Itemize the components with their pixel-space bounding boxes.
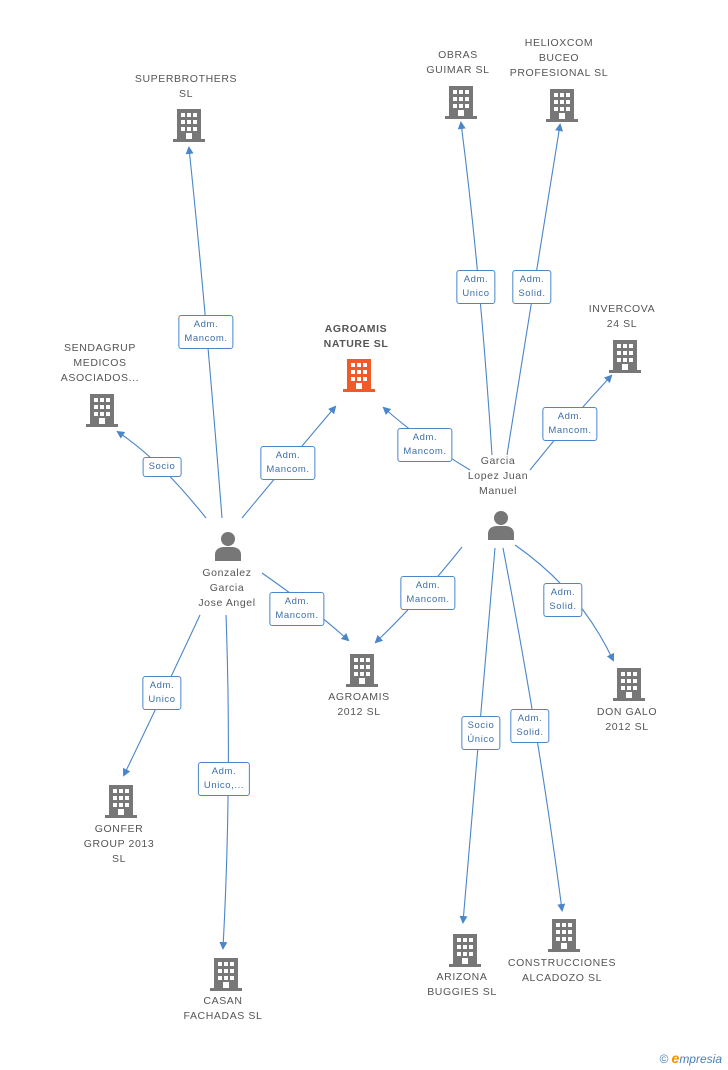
company-label-helioxcom: HELIOXCOM BUCEO PROFESIONAL SL: [509, 37, 609, 79]
company-label-gonfer: GONFER GROUP 2013 SL: [83, 823, 155, 865]
relation-label[interactable]: Adm. Solid.: [510, 709, 550, 743]
person-label-lopez: Garcia Lopez Juan Manuel: [467, 455, 529, 497]
main-building-icon[interactable]: [343, 358, 375, 397]
company-label-sendagrup: SENDAGRUP MEDICOS ASOCIADOS...: [60, 342, 140, 384]
building-icon[interactable]: [548, 918, 580, 957]
person-label-gonzalez: Gonzalez Garcia Jose Angel: [198, 567, 256, 609]
building-icon[interactable]: [449, 933, 481, 972]
company-label-obras: OBRAS GUIMAR SL: [426, 49, 490, 76]
company-label-construcciones: CONSTRUCCIONES ALCADOZO SL: [507, 957, 617, 984]
brand-text: mpresia: [679, 1052, 722, 1066]
building-icon[interactable]: [86, 393, 118, 432]
main-company-label: AGROAMIS NATURE SL: [323, 323, 389, 350]
person-icon[interactable]: [214, 531, 242, 566]
relation-label[interactable]: Adm. Unico,...: [197, 762, 251, 796]
person-icon[interactable]: [487, 510, 515, 545]
building-icon[interactable]: [346, 653, 378, 692]
building-icon[interactable]: [613, 667, 645, 706]
relation-label[interactable]: Socio Único: [461, 716, 501, 750]
company-label-invercova: INVERCOVA 24 SL: [588, 303, 656, 330]
relation-label[interactable]: Adm. Mancom.: [269, 592, 325, 626]
brand-e-letter: e: [671, 1050, 680, 1066]
copyright-symbol: ©: [659, 1052, 669, 1066]
relation-label[interactable]: Adm. Solid.: [543, 583, 583, 617]
building-icon[interactable]: [546, 88, 578, 127]
relation-label[interactable]: Socio: [142, 457, 182, 477]
relation-label[interactable]: Adm. Solid.: [512, 270, 552, 304]
company-label-superbrothers: SUPERBROTHERS SL: [134, 73, 238, 100]
building-icon[interactable]: [210, 957, 242, 996]
relation-label[interactable]: Adm. Mancom.: [400, 576, 456, 610]
company-label-arizona: ARIZONA BUGGIES SL: [427, 971, 497, 998]
relation-label[interactable]: Adm. Unico: [142, 676, 182, 710]
relation-label[interactable]: Adm. Mancom.: [178, 315, 234, 349]
relation-label[interactable]: Adm. Mancom.: [260, 446, 316, 480]
building-icon[interactable]: [609, 339, 641, 378]
relation-label[interactable]: Adm. Unico: [456, 270, 496, 304]
relation-label[interactable]: Adm. Mancom.: [397, 428, 453, 462]
building-icon[interactable]: [105, 784, 137, 823]
brand-logo[interactable]: © empresia: [659, 1050, 722, 1066]
building-icon[interactable]: [445, 85, 477, 124]
building-icon[interactable]: [173, 108, 205, 147]
company-label-dongalo: DON GALO 2012 SL: [596, 706, 658, 733]
company-label-agroamis2012: AGROAMIS 2012 SL: [328, 691, 390, 718]
relation-label[interactable]: Adm. Mancom.: [542, 407, 598, 441]
company-label-casan: CASAN FACHADAS SL: [183, 995, 263, 1022]
